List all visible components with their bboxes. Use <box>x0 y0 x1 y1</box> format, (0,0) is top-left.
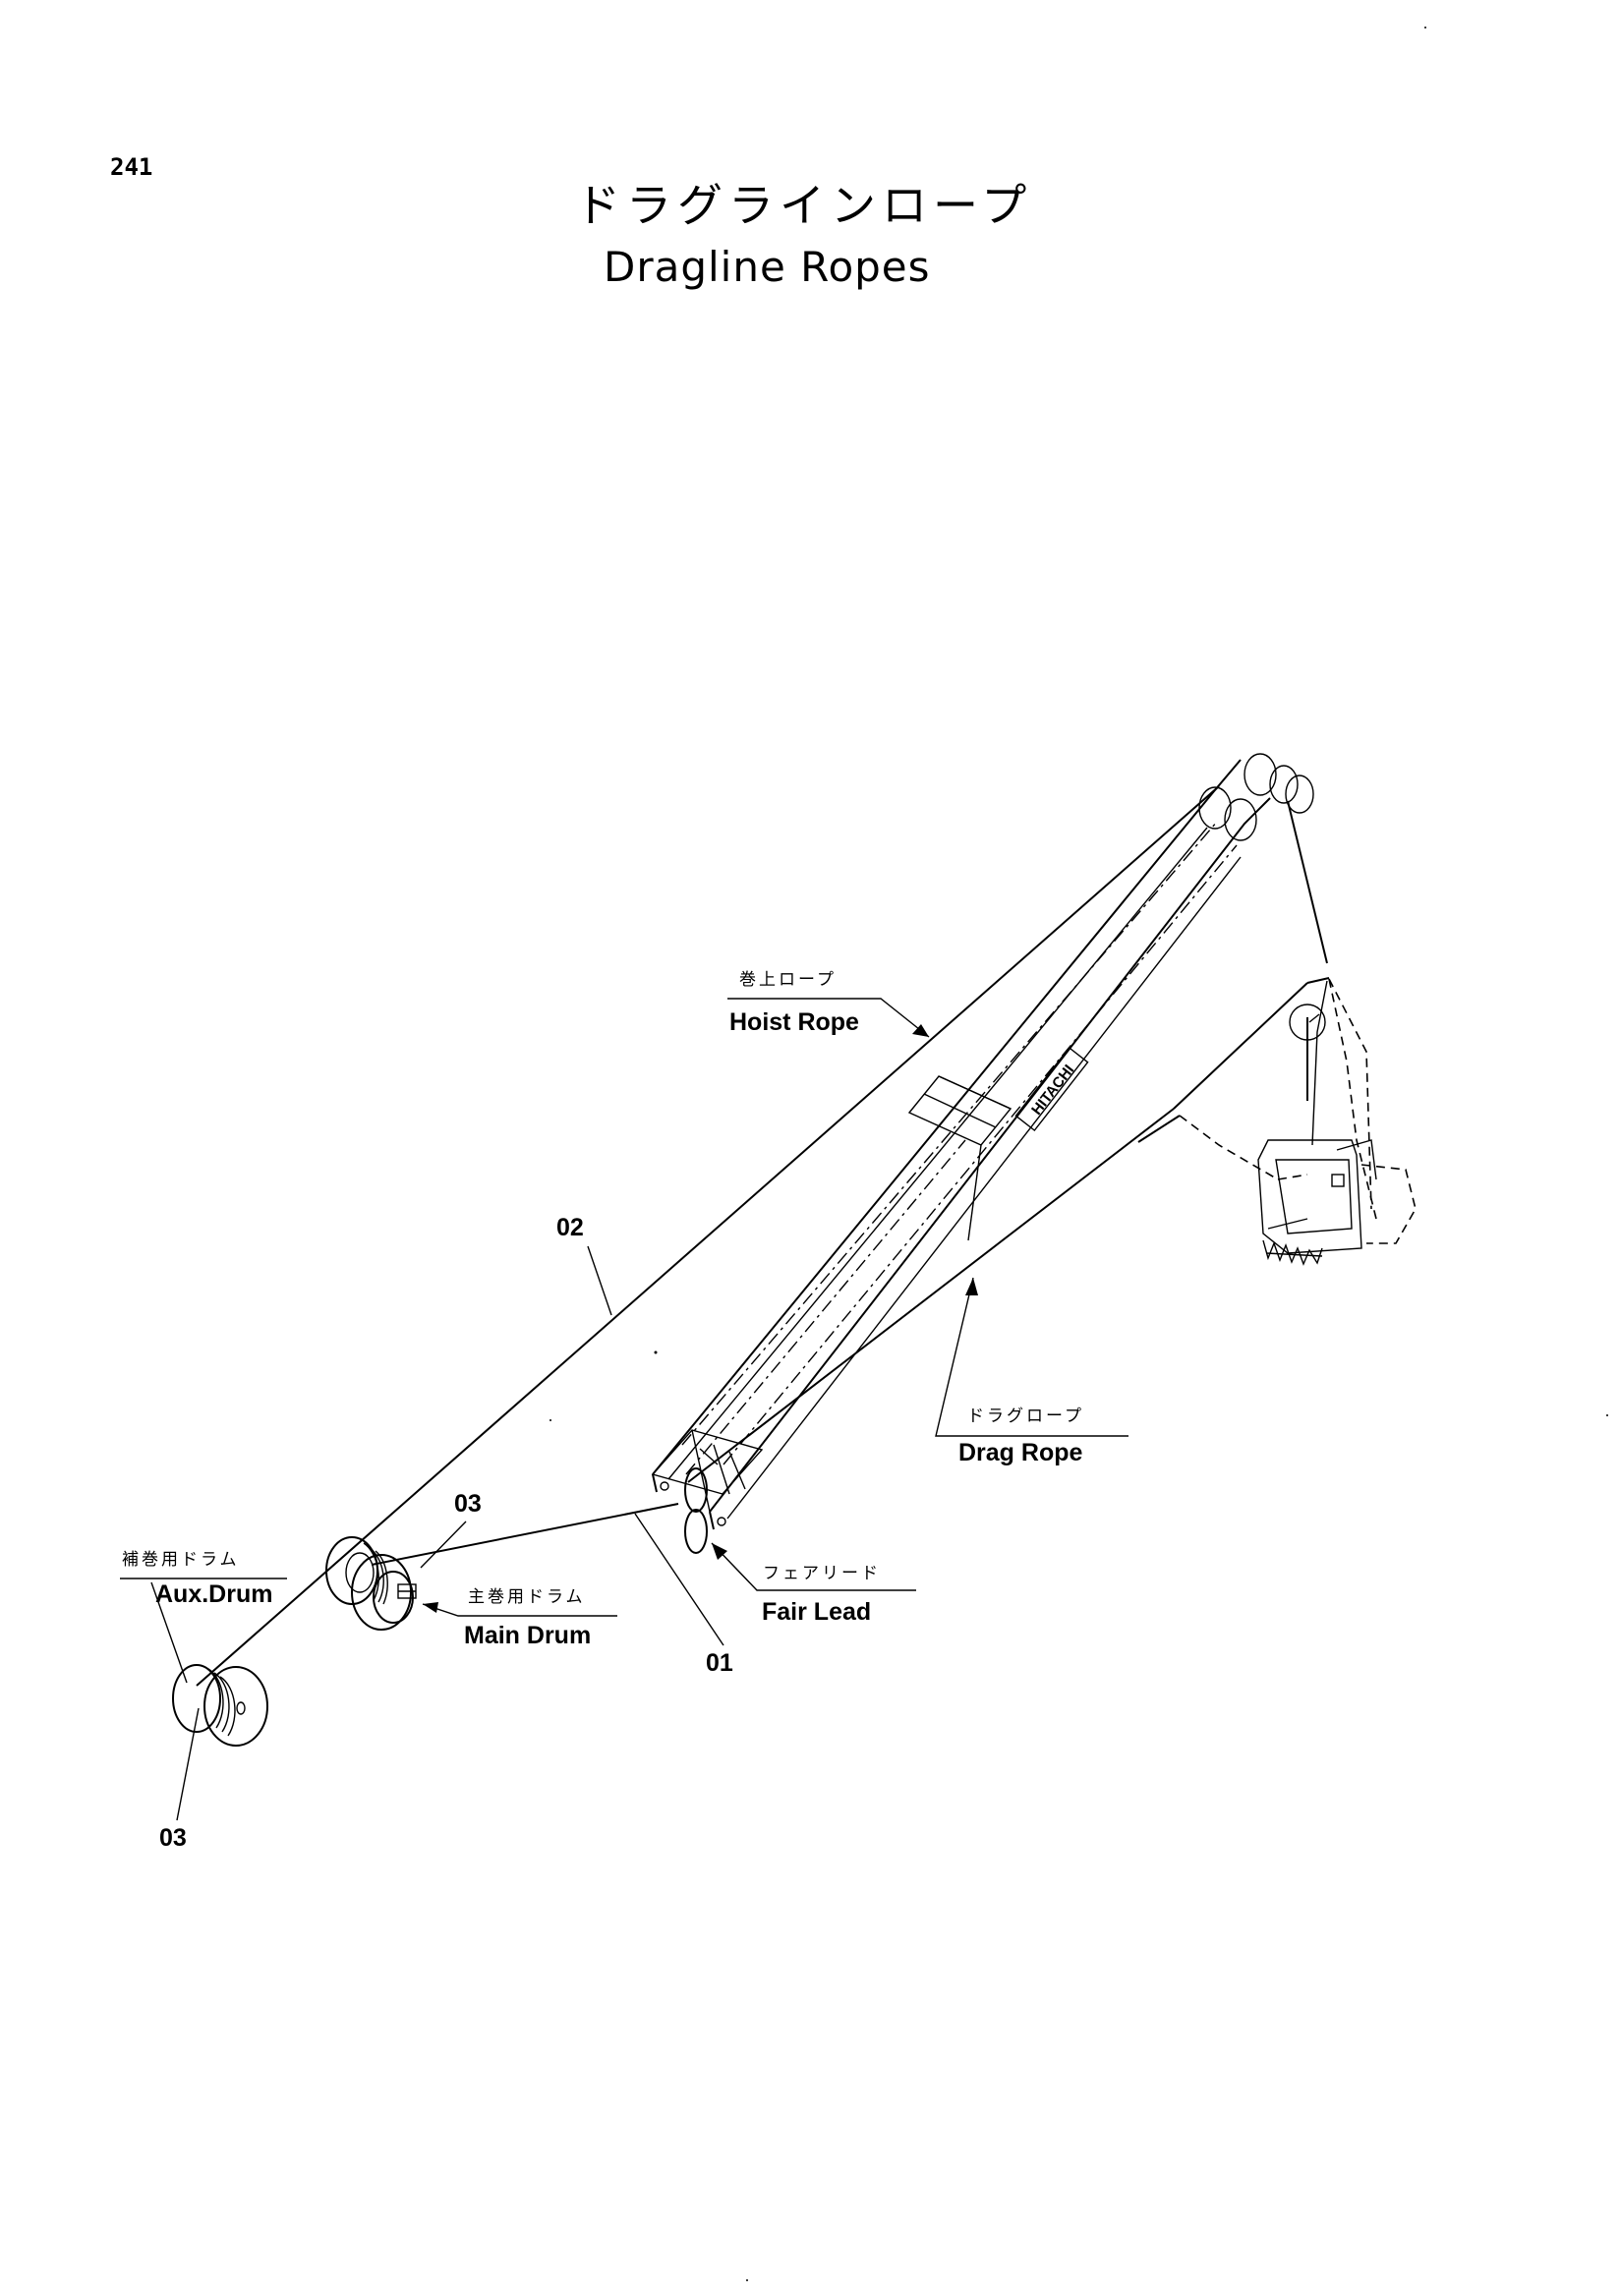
part-number-02: 02 <box>556 1214 612 1316</box>
main-drum-label-jp: 主巻用ドラム <box>468 1587 586 1607</box>
callout-hoist-rope: 巻上ロープ Hoist Rope <box>727 970 930 1038</box>
aux-drum-label-en: Aux.Drum <box>155 1580 272 1608</box>
fair-lead-label-en: Fair Lead <box>762 1598 871 1626</box>
callout-main-drum: 主巻用ドラム Main Drum <box>422 1587 617 1649</box>
hoist-rope-label-en: Hoist Rope <box>729 1008 859 1036</box>
part-number-03-aux: 03 <box>159 1707 200 1852</box>
aux-drum-label-jp: 補巻用ドラム <box>122 1550 240 1570</box>
part-number-03-main-label: 03 <box>454 1490 482 1518</box>
main-drum <box>325 1536 417 1631</box>
drag-rope-label-en: Drag Rope <box>958 1439 1083 1466</box>
dragline-bucket <box>1179 978 1417 1266</box>
callout-aux-drum: 補巻用ドラム Aux.Drum <box>120 1550 287 1684</box>
title-english: Dragline Ropes <box>604 243 931 291</box>
callout-fair-lead: フェアリード Fair Lead <box>711 1542 916 1626</box>
part-number-01: 01 <box>634 1513 733 1677</box>
part-number-03-main: 03 <box>420 1490 482 1569</box>
fair-lead <box>684 1467 708 1554</box>
title-japanese: ドラグラインロープ <box>575 179 1032 232</box>
callout-drag-rope: ドラグロープ Drag Rope <box>935 1277 1128 1466</box>
aux-drum <box>172 1664 268 1747</box>
hoist-rope-label-jp: 巻上ロープ <box>739 970 837 990</box>
part-number-02-label: 02 <box>556 1214 584 1241</box>
ropes <box>196 785 1330 1687</box>
drag-rope-label-jp: ドラグロープ <box>967 1406 1084 1426</box>
page-number: 241 <box>110 153 152 181</box>
part-number-01-label: 01 <box>706 1649 733 1677</box>
part-number-03-aux-label: 03 <box>159 1824 187 1852</box>
main-drum-label-en: Main Drum <box>464 1622 591 1649</box>
fair-lead-label-jp: フェアリード <box>763 1564 881 1583</box>
